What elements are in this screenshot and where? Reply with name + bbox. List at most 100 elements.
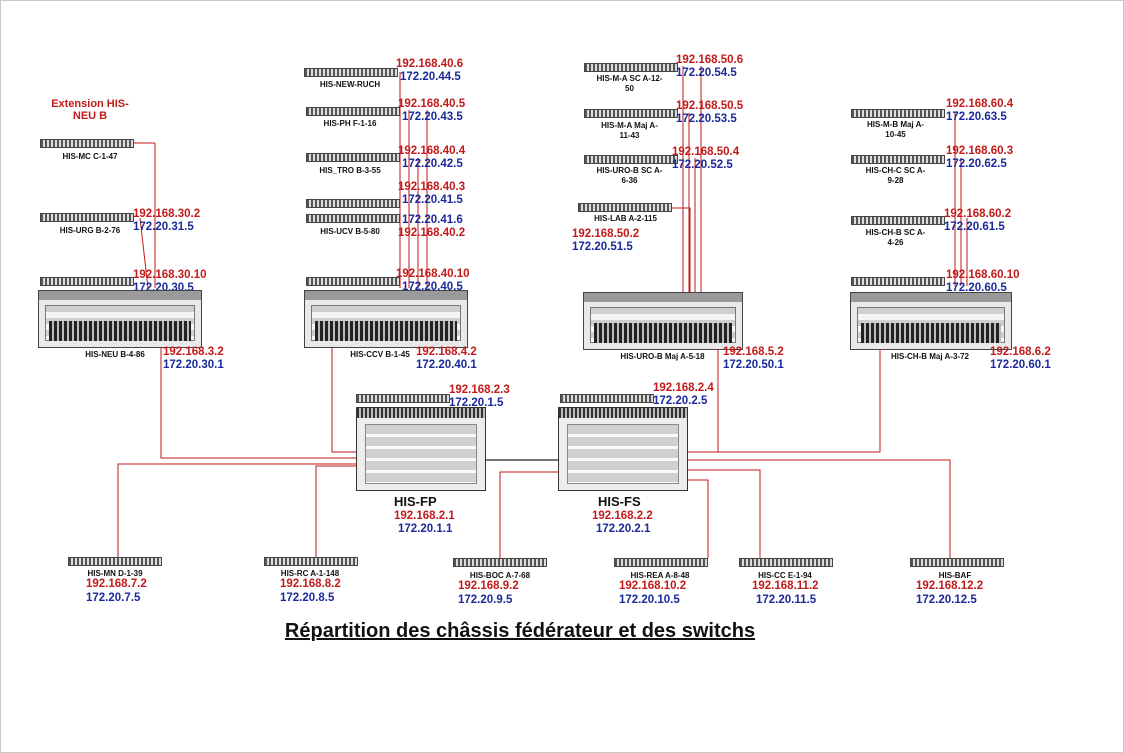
ip-secondary: 172.20.60.5 [946,282,1007,294]
switch-label: HIS-CH-C SC A- 9-28 [865,166,926,185]
link-urg-neu [139,217,149,289]
ip-primary: 192.168.2.4 [653,382,714,394]
ip-secondary: 172.20.41.6 [402,214,463,226]
switch-label: HIS-RC A-1-148 [280,569,340,578]
switch-his-rea [614,558,708,567]
chassis-label: HIS-URO-B Maj A-5-18 [620,352,705,361]
ip-primary: 192.168.40.3 [398,181,466,193]
switch-label: HIS-MC C-1-47 [62,152,118,161]
switch-his-ch-c-sc [851,155,945,164]
ip-primary: 192.168.60.3 [946,145,1014,157]
ip-secondary: 172.20.31.5 [133,221,194,233]
switch-his-rc [264,557,358,566]
chassis-his-fs [558,407,688,491]
link-boc [499,471,560,558]
ip-secondary: 172.20.52.5 [672,159,733,171]
switch-ccv-unlabeled [306,199,400,208]
link-rc [315,465,356,558]
ip-primary: 192.168.50.6 [676,54,744,66]
switch-fs-mgmt [560,394,654,403]
switch-his-cc [739,558,833,567]
ip-secondary: 172.20.60.1 [990,359,1051,371]
ip-primary: 192.168.2.2 [592,510,653,522]
switch-his-ch-b-sc [851,216,945,225]
link-lab-uro [672,207,691,293]
link-mn [117,463,356,558]
switch-his-mn [68,557,162,566]
ip-primary: 192.168.60.4 [946,98,1014,110]
switch-neu-mgmt [40,277,134,286]
link-cc [685,469,761,558]
switch-ccv-mgmt [306,277,400,286]
ip-secondary: 172.20.61.5 [944,221,1005,233]
ip-secondary: 172.20.62.5 [946,158,1007,170]
ip-primary: 192.168.40.4 [398,145,466,157]
switch-his-lab [578,203,672,212]
switch-ch-mgmt [851,277,945,286]
switch-label: HIS-NEW-RUCH [319,80,381,89]
ip-primary: 192.168.50.2 [572,228,640,240]
switch-label: HIS-MN D-1-39 [87,569,143,578]
ip-secondary: 172.20.54.5 [676,67,737,79]
ip-primary: 192.168.40.10 [396,268,470,280]
switch-label: HIS-UCV B-5-80 [320,227,380,236]
chassis-his-ccv [304,290,468,348]
switch-label: HIS-REA A-8-48 [630,571,690,580]
chassis-label: HIS-CH-B Maj A-3-72 [891,352,969,361]
ip-primary: 192.168.8.2 [280,578,341,590]
switch-label: HIS-M-B Maj A- 10-45 [866,120,925,139]
switch-his-m-a-maj [584,109,678,118]
switch-label: HIS-BOC A-7-68 [469,571,531,580]
chassis-his-fp [356,407,486,491]
ip-secondary: 172.20.50.1 [723,359,784,371]
ip-primary: 192.168.5.2 [723,346,784,358]
ip-primary: 192.168.40.6 [396,58,464,70]
switch-label: HIS-PH F-1-16 [323,119,377,128]
switch-label: HIS-URO-B SC A- 6-36 [596,166,663,185]
switch-his-m-b-maj [851,109,945,118]
switch-fp-mgmt [356,394,450,403]
chassis-label: HIS-CCV B-1-45 [350,350,410,359]
ip-primary: 192.168.9.2 [458,580,519,592]
switch-his-ucv [306,214,400,223]
ip-secondary: 172.20.51.5 [572,241,633,253]
ip-secondary: 172.20.2.5 [653,395,708,407]
ip-secondary: 172.20.40.1 [416,359,477,371]
link-neu-fp [160,348,356,459]
link-ch-fs [685,345,881,453]
ip-primary: 192.168.30.2 [133,208,201,220]
extension-label: Extension HIS- NEU B [51,98,129,122]
ip-secondary: 172.20.44.5 [400,71,461,83]
switch-his-urg [40,213,134,222]
switch-his-mc [40,139,134,148]
switch-his-ph [306,107,400,116]
ip-primary: 192.168.60.2 [944,208,1012,220]
ip-primary: 192.168.7.2 [86,578,147,590]
ip-primary: 192.168.12.2 [916,580,984,592]
ip-secondary: 172.20.1.1 [398,523,453,535]
switch-his-tro [306,153,400,162]
ip-primary: 192.168.2.1 [394,510,455,522]
ip-secondary: 172.20.41.5 [402,194,463,206]
ip-primary: 192.168.60.10 [946,269,1020,281]
ip-primary: 192.168.11.2 [752,580,819,592]
switch-his-m-a-sc [584,63,678,72]
ip-primary: 192.168.2.3 [449,384,510,396]
federator-name: HIS-FP [394,494,437,509]
chassis-label: HIS-NEU B-4-86 [85,350,145,359]
ip-primary: 192.168.50.5 [676,100,744,112]
switch-his-boc [453,558,547,567]
ip-primary: 192.168.30.10 [133,269,207,281]
switch-label: HIS-LAB A-2-115 [594,214,657,223]
switch-his-baf [910,558,1004,567]
switch-his-uro-b-sc [584,155,678,164]
switch-his-new-ruch [304,68,398,77]
switch-label: HIS_TRO B-3-55 [319,166,381,175]
ip-primary: 192.168.6.2 [990,346,1051,358]
ip-primary: 192.168.10.2 [619,580,687,592]
chassis-his-neu [38,290,202,348]
ip-primary: 192.168.50.4 [672,146,740,158]
ip-primary: 192.168.40.5 [398,98,466,110]
ip-secondary: 172.20.2.1 [596,523,651,535]
